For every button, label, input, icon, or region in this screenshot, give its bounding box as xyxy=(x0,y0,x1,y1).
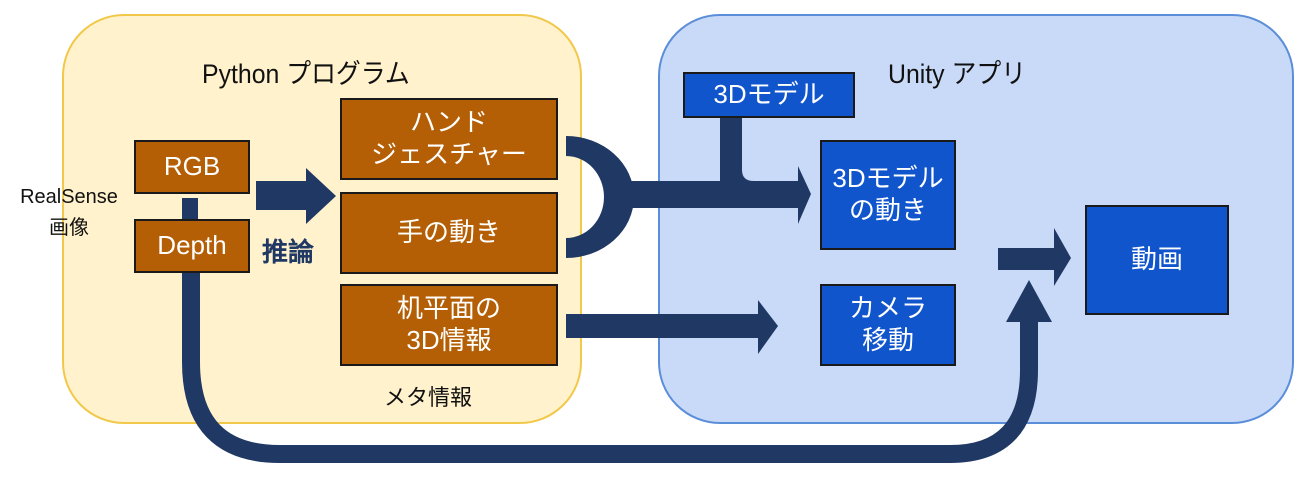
unity-panel-title: Unity アプリ xyxy=(888,59,1027,89)
hand-motion-box: 手の動き xyxy=(340,192,558,274)
depth-loop-arrowhead xyxy=(1006,280,1052,322)
rgb-box: RGB xyxy=(134,140,250,194)
camera-move-box: カメラ 移動 xyxy=(820,284,956,366)
inference-arrow xyxy=(256,168,336,224)
inference-label: 推論 xyxy=(262,237,315,267)
merge-to-model-motion-arrow xyxy=(610,166,811,224)
depth-loop-arrow xyxy=(182,272,1038,463)
desk-to-camera-arrow xyxy=(566,300,778,354)
video-box: 動画 xyxy=(1085,205,1229,315)
realsense-label-line2: 画像 xyxy=(49,217,89,239)
3d-model-box: 3Dモデル xyxy=(683,72,855,118)
rgb-depth-link xyxy=(182,198,198,222)
to-video-arrow xyxy=(998,228,1071,286)
hand-gesture-box: ハンド ジェスチャー xyxy=(340,98,558,180)
merge-bracket xyxy=(566,136,634,258)
realsense-label-line1: RealSense xyxy=(20,186,118,208)
3d-model-motion-box: 3Dモデル の動き xyxy=(820,140,956,250)
realsense-image-label: RealSense 画像 xyxy=(4,186,134,240)
model-down-connector xyxy=(720,118,780,188)
meta-info-label: メタ情報 xyxy=(384,385,473,410)
depth-box: Depth xyxy=(134,219,250,273)
python-panel-title: Python プログラム xyxy=(202,59,410,89)
desk-plane-3d-box: 机平面の 3D情報 xyxy=(340,284,558,366)
